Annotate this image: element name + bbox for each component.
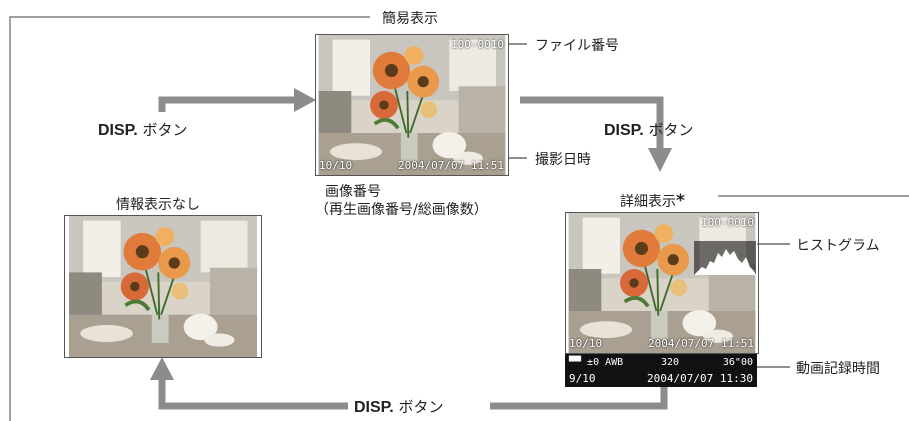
detail-image-count-osd: 10/10 <box>569 337 603 350</box>
arrow-left-to-center-head <box>294 88 316 112</box>
histogram-label: ヒストグラム <box>796 238 880 254</box>
arrow-left-to-center <box>158 96 296 112</box>
datetime-osd: 2004/07/07 11:51 <box>398 159 504 172</box>
flower-photo-center <box>316 35 508 175</box>
disp-button-label-right: DISP. ボタン <box>604 121 694 139</box>
simple-display-leader <box>9 16 370 421</box>
flower-photo-left <box>67 216 259 357</box>
arrow-detail-to-left-a <box>490 387 668 410</box>
image-number-detail-label: （再生画像番号/総画像数） <box>315 202 488 218</box>
detail-display-label: 詳細表示* <box>620 191 685 211</box>
movie-count: 9/10 <box>569 372 596 385</box>
histogram-graphic <box>694 241 756 275</box>
arrow-detail-to-left-head <box>150 357 174 380</box>
movie-rec-time-label: 動画記録時間 <box>796 361 880 377</box>
simple-display-screen: 100-0010 10/10 2004/07/07 11:51 <box>315 34 509 176</box>
disp-button-label-left: DISP. ボタン <box>98 121 188 139</box>
movie-info-bar: ▀▀ ±0 AWB 320 36"00 9/10 2004/07/07 11:3… <box>565 354 757 387</box>
movie-rec-time: 36"00 <box>722 357 753 368</box>
detail-datetime-osd: 2004/07/07 11:51 <box>648 337 754 350</box>
no-info-display-screen <box>64 215 262 358</box>
image-number-label: 画像番号 <box>325 184 381 200</box>
disp-button-label-bottom: DISP. ボタン <box>354 398 444 416</box>
detail-display-screen: 100-0010 10/10 2004/07/07 11:51 <box>565 212 759 354</box>
arrow-center-to-detail <box>520 96 664 150</box>
movie-icons: ▀▀ ±0 AWB <box>569 357 624 368</box>
image-count-osd: 10/10 <box>319 159 353 172</box>
simple-display-label: 簡易表示 <box>382 11 438 27</box>
arrow-center-to-detail-head <box>648 148 672 172</box>
detail-file-number-osd: 100-0010 <box>701 216 754 229</box>
movie-size: 320 <box>661 357 680 368</box>
shooting-datetime-label: 撮影日時 <box>535 152 591 168</box>
flower-photo-right <box>566 213 758 353</box>
movie-datetime: 2004/07/07 11:30 <box>647 372 753 385</box>
file-number-label: ファイル番号 <box>535 38 619 54</box>
arrow-detail-to-left-b <box>158 378 348 410</box>
file-number-osd: 100-0010 <box>451 38 504 51</box>
no-info-display-label: 情報表示なし <box>116 197 200 213</box>
